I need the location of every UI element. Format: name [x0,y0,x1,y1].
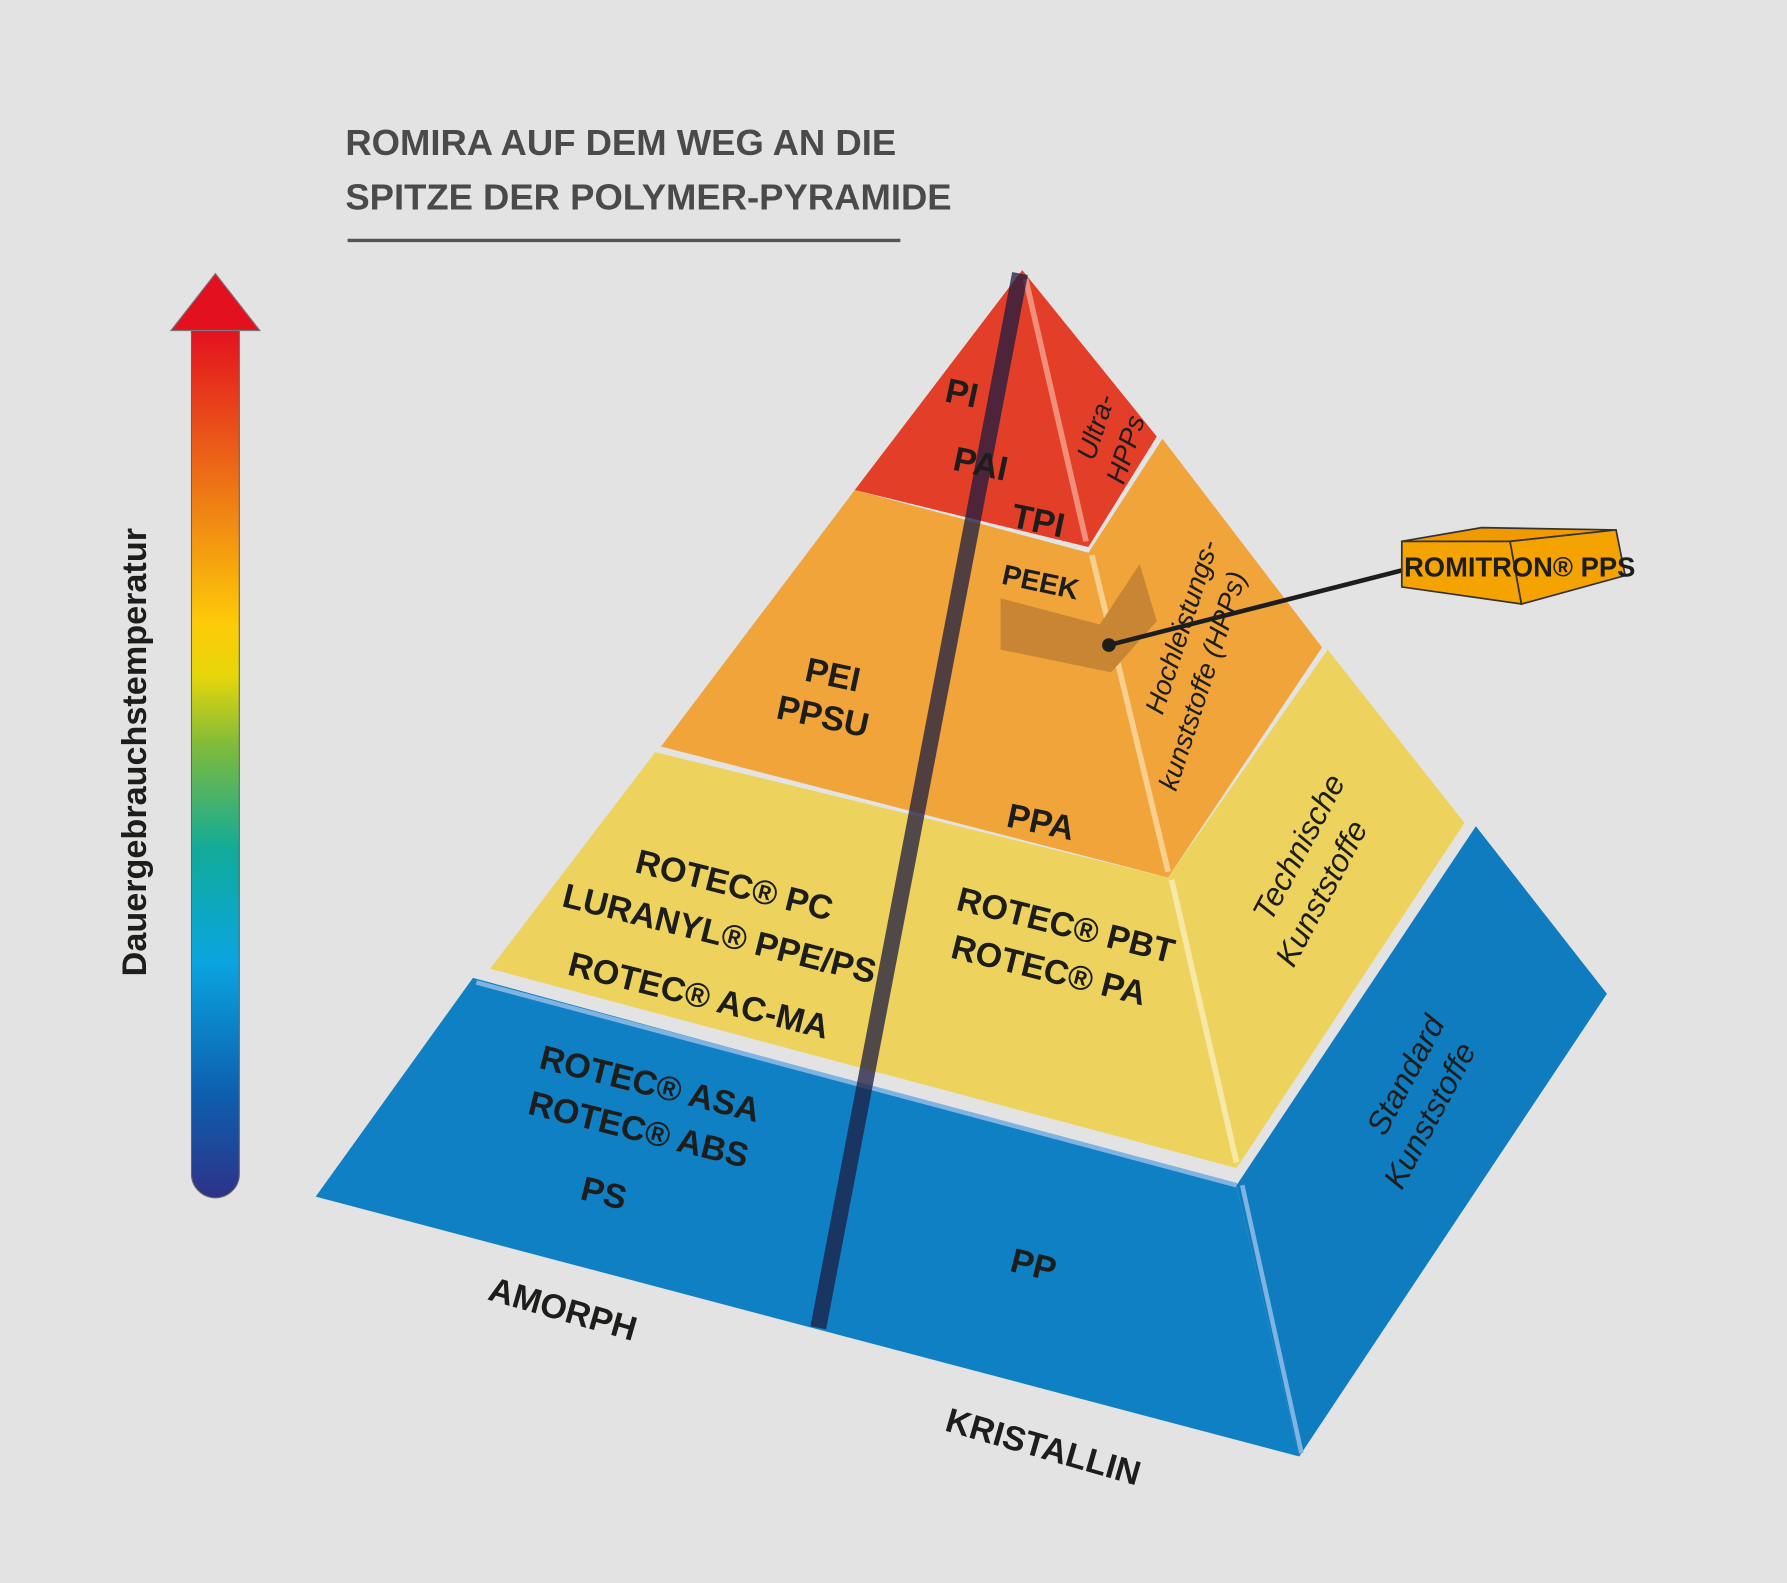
title-line-2: SPITZE DER POLYMER-PYRAMIDE [345,177,951,218]
pps-block-cutout [1000,564,1157,673]
tier-technical [490,649,1465,1169]
callout-dot-icon [1102,638,1116,652]
callout-label: ROMITRON® PPS [1404,552,1635,583]
tier-ultra [854,270,1157,548]
material-pi: PI [942,372,982,416]
axis-label: Dauergebrauchstemperatur [116,528,154,976]
title-line-1: ROMIRA AUF DEM WEG AN DIE [345,122,896,163]
callout-line [1108,567,1405,648]
callout-box [1400,526,1627,606]
tier-standard [315,826,1607,1457]
amorph-kristallin-divider [810,272,1028,1330]
base-label-amorph: AMORPH [484,1270,641,1348]
temperature-arrow-icon [169,272,262,1199]
tier-hpp [661,438,1323,878]
base-label-kristallin: KRISTALLIN [941,1401,1144,1493]
